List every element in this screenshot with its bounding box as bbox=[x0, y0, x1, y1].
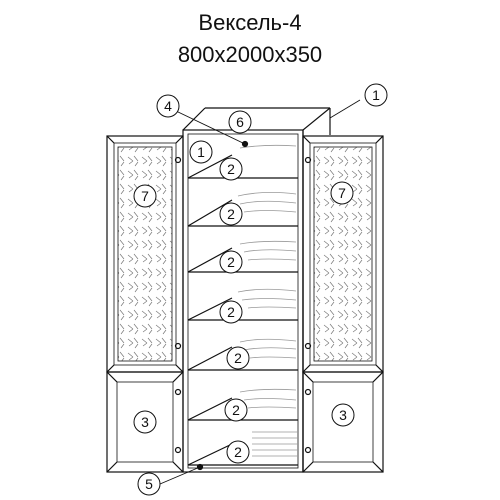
right-glass-door-cabinet bbox=[302, 135, 384, 373]
svg-text:2: 2 bbox=[227, 206, 235, 222]
left-lower-door-cabinet bbox=[106, 371, 184, 473]
callout-4: 4 bbox=[156, 94, 180, 118]
callout-2-shelf: 2 bbox=[219, 250, 243, 274]
center-body bbox=[182, 129, 304, 473]
door-hinge bbox=[174, 388, 182, 396]
right-lower-door-cabinet bbox=[302, 371, 384, 473]
callout-7-right: 7 bbox=[330, 181, 354, 205]
svg-text:2: 2 bbox=[227, 304, 235, 320]
door-hinge bbox=[174, 342, 182, 350]
right-lower-door bbox=[302, 371, 384, 473]
door-hinge bbox=[174, 156, 182, 164]
svg-text:3: 3 bbox=[141, 414, 149, 430]
svg-text:2: 2 bbox=[232, 402, 240, 418]
svg-text:7: 7 bbox=[141, 188, 149, 204]
callout-1-top-right: 1 bbox=[364, 83, 388, 107]
center-inner-frame bbox=[187, 133, 299, 469]
door-hinge bbox=[304, 342, 312, 350]
callout-2-shelf: 2 bbox=[224, 398, 248, 422]
callout-2-shelf: 2 bbox=[219, 300, 243, 324]
svg-text:2: 2 bbox=[227, 254, 235, 270]
svg-text:1: 1 bbox=[197, 144, 205, 160]
left-lower-door bbox=[106, 371, 184, 473]
left-glass-panel bbox=[117, 146, 173, 362]
door-hinge bbox=[304, 388, 312, 396]
left-glass-door-cabinet bbox=[106, 135, 184, 373]
callout-7-left: 7 bbox=[133, 184, 157, 208]
svg-text:3: 3 bbox=[339, 407, 347, 423]
callout-2-shelf: 2 bbox=[219, 202, 243, 226]
right-glass-panel bbox=[313, 146, 373, 362]
svg-text:2: 2 bbox=[234, 444, 242, 460]
callout-6: 6 bbox=[228, 110, 252, 134]
callout-2-shelf: 2 bbox=[226, 440, 250, 464]
svg-text:2: 2 bbox=[234, 350, 242, 366]
callout-2-shelf: 2 bbox=[226, 346, 250, 370]
svg-text:6: 6 bbox=[236, 114, 244, 130]
callout-1-inner: 1 bbox=[189, 140, 213, 164]
svg-text:4: 4 bbox=[164, 98, 172, 114]
svg-text:1: 1 bbox=[372, 87, 380, 103]
svg-text:2: 2 bbox=[227, 161, 235, 177]
wood-grain bbox=[237, 144, 298, 457]
callout-3-left: 3 bbox=[133, 410, 157, 434]
callout-3-right: 3 bbox=[331, 403, 355, 427]
door-hinge bbox=[304, 156, 312, 164]
diagram-dimensions: 800x2000x350 bbox=[177, 42, 323, 67]
callout-5: 5 bbox=[137, 472, 161, 496]
callout-2-shelf: 2 bbox=[219, 157, 243, 181]
svg-text:7: 7 bbox=[338, 185, 346, 201]
svg-text:5: 5 bbox=[145, 476, 153, 492]
door-hinge bbox=[304, 446, 312, 454]
diagram-title: Вексель-4 bbox=[198, 10, 302, 35]
leader-lines bbox=[159, 99, 361, 485]
door-hinge bbox=[174, 446, 182, 454]
callouts: 1 4 6 1 2 2 2 2 bbox=[133, 83, 388, 496]
